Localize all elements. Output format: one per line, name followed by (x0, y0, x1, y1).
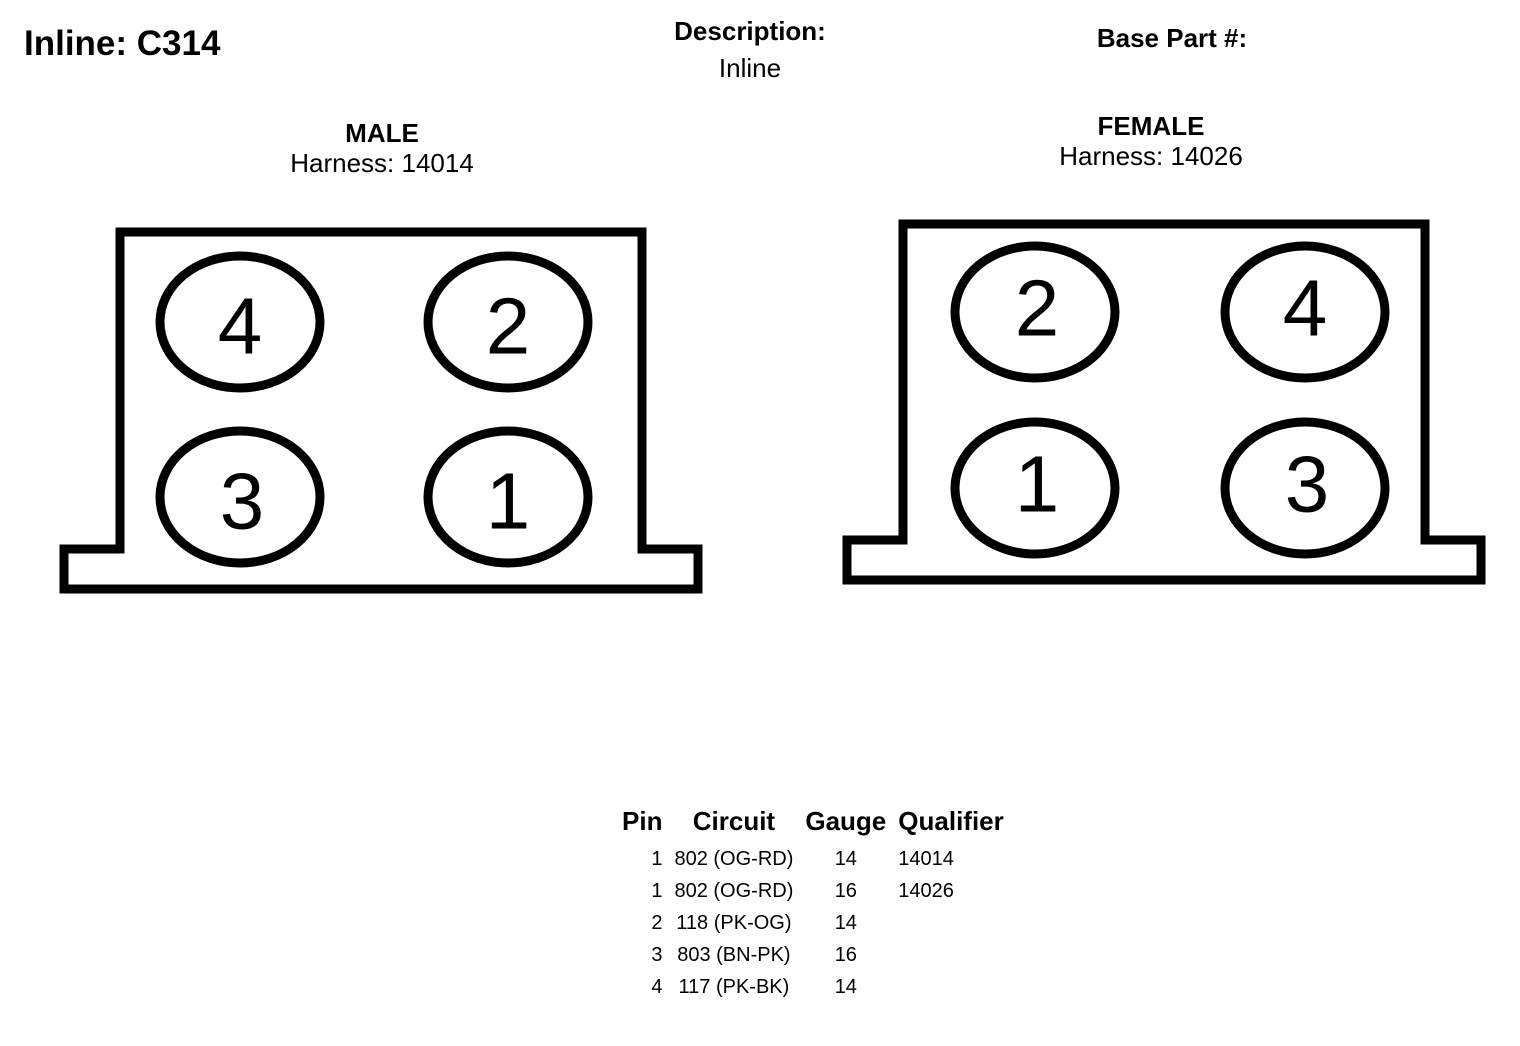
female-pin-label: 3 (1285, 440, 1330, 529)
male-pin-cavity: 2 (423, 251, 593, 393)
qualifier-cell (892, 939, 1009, 971)
table-header-row: Pin Circuit Gauge Qualifier (616, 805, 1010, 843)
qualifier-cell: 14014 (898, 848, 954, 870)
male-pin-label: 1 (486, 457, 531, 546)
qualifier-cell: 14026 (898, 880, 954, 902)
circuit-cell: 118 (PK-OG) (676, 912, 792, 934)
table-row: 3 803 (BN-PK) 16 (616, 939, 1010, 971)
gauge-cell: 14 (834, 976, 857, 998)
female-pin-cavity: 4 (1220, 241, 1390, 383)
pin-cell: 2 (651, 912, 663, 934)
pin-cell: 3 (651, 944, 663, 966)
table-row: 4 117 (PK-BK) 14 (616, 971, 1010, 1003)
pin-cell: 1 (651, 848, 663, 870)
pinout-table: Pin Circuit Gauge Qualifier 1 802 (OG-RD… (616, 805, 1010, 1003)
gauge-column-header: Gauge (805, 806, 887, 836)
table-row: 1 802 (OG-RD) 16 14026 (616, 875, 1010, 907)
male-pin-label: 3 (220, 457, 265, 546)
qualifier-cell (892, 971, 1009, 1003)
circuit-cell: 117 (PK-BK) (678, 976, 790, 998)
table-row: 1 802 (OG-RD) 14 14014 (616, 843, 1010, 875)
table-row: 2 118 (PK-OG) 14 (616, 907, 1010, 939)
male-pin-cavity: 3 (155, 426, 325, 568)
pin-cell: 4 (651, 976, 663, 998)
male-pin-label: 2 (486, 282, 531, 371)
male-label: MALE (345, 118, 419, 148)
connector-title: Inline: C314 (24, 24, 221, 63)
female-label: FEMALE (1097, 111, 1205, 141)
description-label: Description: (674, 16, 826, 46)
gauge-cell: 16 (834, 880, 857, 902)
gauge-cell: 14 (834, 848, 857, 870)
qualifier-cell (892, 907, 1009, 939)
female-pin-label: 4 (1283, 264, 1328, 353)
male-header: MALE Harness: 14014 (182, 118, 582, 178)
male-pin-cavity: 4 (155, 251, 325, 393)
female-header: FEMALE Harness: 14026 (951, 111, 1351, 171)
pin-column-header: Pin (622, 806, 663, 836)
gauge-cell: 16 (834, 944, 857, 966)
male-harness: Harness: 14014 (290, 148, 474, 178)
circuit-cell: 802 (OG-RD) (674, 848, 794, 870)
description-block: Description: Inline (600, 16, 900, 83)
description-value: Inline (718, 53, 782, 83)
pin-cell: 1 (651, 880, 663, 902)
circuit-column-header: Circuit (692, 806, 776, 836)
male-connector-outline (59, 227, 703, 594)
female-pin-cavity: 1 (950, 417, 1120, 559)
circuit-cell: 802 (OG-RD) (674, 880, 794, 902)
female-harness: Harness: 14026 (1059, 141, 1243, 171)
male-pin-label: 4 (218, 282, 263, 371)
gauge-cell: 14 (834, 912, 857, 934)
base-part-label: Base Part #: (1096, 23, 1248, 53)
qualifier-column-header: Qualifier (898, 806, 1004, 836)
male-pin-cavity: 1 (423, 426, 593, 568)
female-pin-cavity: 3 (1220, 417, 1390, 559)
circuit-cell: 803 (BN-PK) (677, 944, 791, 966)
female-pin-label: 2 (1015, 264, 1060, 353)
female-connector-outline (842, 219, 1486, 585)
female-pin-cavity: 2 (950, 241, 1120, 383)
female-pin-label: 1 (1015, 440, 1060, 529)
